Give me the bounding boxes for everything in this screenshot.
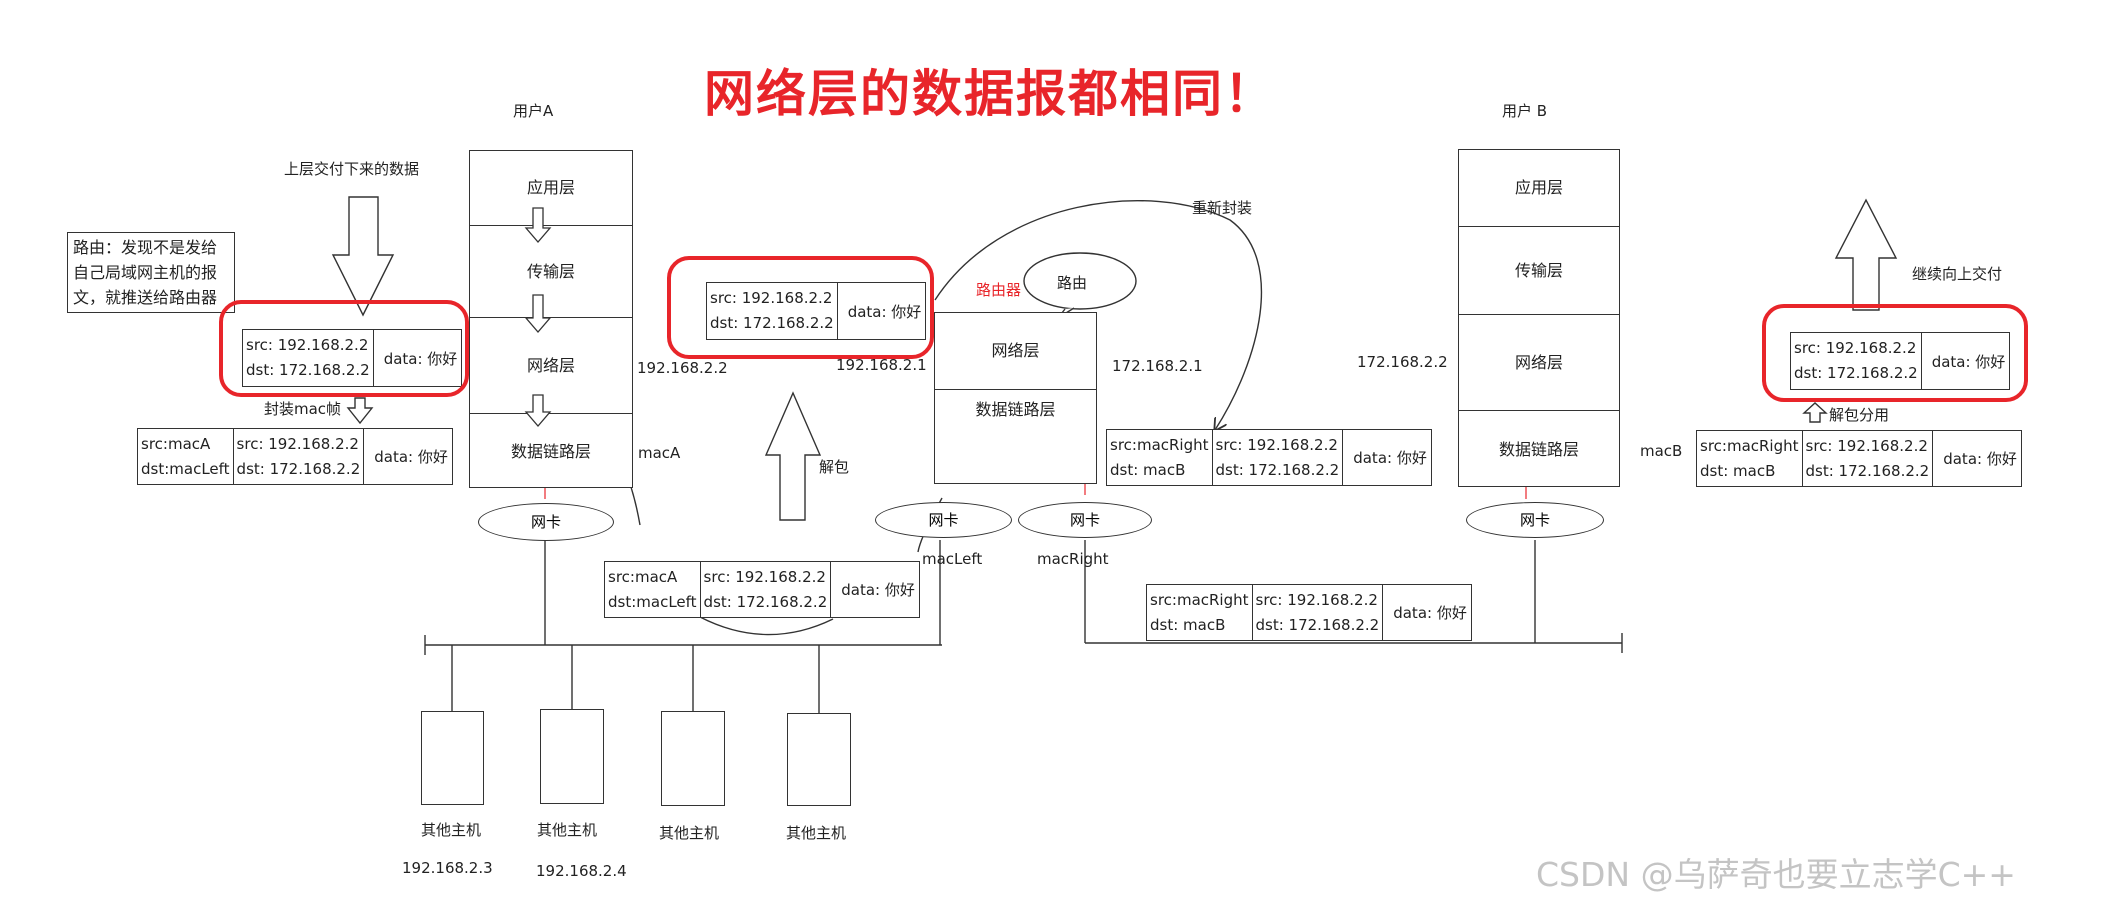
other-host-1 — [421, 711, 484, 805]
user-b-nic: 网卡 — [1466, 502, 1604, 538]
user-b-label: 用户 B — [1502, 102, 1548, 120]
router-stack: 网络层 数据链路层 — [934, 312, 1097, 484]
continue-up-label: 继续向上交付 — [1912, 265, 2003, 283]
other-host-4 — [787, 713, 851, 806]
other-host-4-label: 其他主机 — [786, 824, 847, 842]
router-right-ip: 172.168.2.1 — [1112, 357, 1203, 375]
user-a-nic: 网卡 — [478, 503, 614, 541]
user-b-ip: 172.168.2.2 — [1357, 353, 1448, 371]
router-network-layer: 网络层 — [991, 341, 1040, 360]
router-left-nic: 网卡 — [875, 502, 1012, 538]
user-b-mac: macB — [1640, 442, 1683, 460]
unpack-share-label: 解包分用 — [1829, 406, 1890, 424]
user-a-label: 用户A — [513, 102, 554, 120]
up-arrow-hollow — [764, 391, 822, 521]
router-label: 路由器 — [976, 281, 1022, 299]
user-a-ip: 192.168.2.2 — [637, 359, 728, 377]
user-a-network-layer: 网络层 — [470, 317, 632, 414]
highlight-router — [667, 256, 934, 359]
user-b-stack: 应用层 传输层 网络层 数据链路层 — [1458, 149, 1620, 487]
router-right-nic: 网卡 — [1018, 502, 1152, 538]
routing-note-line-1: 路由：发现不是发给 — [73, 238, 218, 257]
encap-mac-label: 封装mac帧 — [264, 400, 342, 418]
router-right-mac: macRight — [1037, 550, 1109, 568]
router-left-mac: macLeft — [922, 550, 983, 568]
routing-note: 路由：发现不是发给 自己局域网主机的报 文，就推送给路由器 — [67, 232, 235, 313]
user-a-transport-layer: 传输层 — [470, 225, 632, 318]
user-a-stack: 应用层 传输层 网络层 数据链路层 — [469, 150, 633, 488]
routing-bubble-label: 路由 — [1057, 274, 1088, 292]
other-host-3-label: 其他主机 — [659, 824, 720, 842]
user-a-datalink-layer: 数据链路层 — [470, 413, 632, 490]
other-host-1-ip: 192.168.2.3 — [402, 859, 493, 877]
re-encap-label: 重新封装 — [1192, 199, 1253, 217]
routing-note-line-3: 文，就推送给路由器 — [73, 288, 218, 307]
router-left-ip: 192.168.2.1 — [836, 356, 927, 374]
down-arrow-hollow — [331, 196, 395, 317]
other-host-2-ip: 192.168.2.4 — [536, 862, 627, 880]
user-b-datalink-layer: 数据链路层 — [1459, 410, 1619, 489]
watermark: CSDN @乌萨奇也要立志学C++ — [1536, 855, 2016, 894]
unpack-label: 解包 — [819, 458, 850, 476]
other-host-1-label: 其他主机 — [421, 821, 482, 839]
user-b-network-layer: 网络层 — [1459, 314, 1619, 411]
highlight-user-b — [1762, 304, 2028, 402]
routing-note-line-2: 自己局域网主机的报 — [73, 263, 218, 282]
router-datalink-layer: 数据链路层 — [935, 389, 1096, 486]
user-b-application-layer: 应用层 — [1514, 178, 1563, 197]
highlight-user-a — [219, 300, 469, 397]
other-host-2 — [540, 709, 604, 804]
other-host-2-label: 其他主机 — [537, 821, 598, 839]
user-a-application-layer: 应用层 — [526, 178, 575, 197]
user-a-mac: macA — [638, 444, 681, 462]
page-title: 网络层的数据报都相同！ — [704, 65, 1276, 123]
upper-delivery-label: 上层交付下来的数据 — [284, 160, 420, 178]
other-host-3 — [661, 711, 725, 806]
continue-up-arrow — [1834, 198, 1898, 311]
user-b-transport-layer: 传输层 — [1459, 226, 1619, 315]
